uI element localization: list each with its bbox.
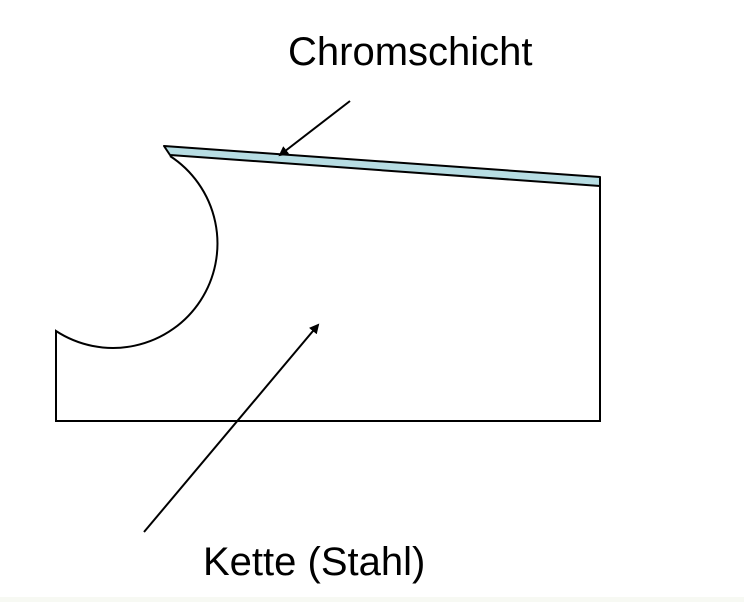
- steel-chain-label: Kette (Stahl): [203, 540, 426, 584]
- chrome-layer: [163, 145, 601, 187]
- steel-body-outline: [55, 155, 601, 422]
- chrome-arrow: [278, 100, 351, 157]
- bottom-border-strip: [0, 597, 744, 602]
- chrome-layer-label: Chromschicht: [288, 30, 533, 74]
- steel-arrow: [143, 323, 320, 533]
